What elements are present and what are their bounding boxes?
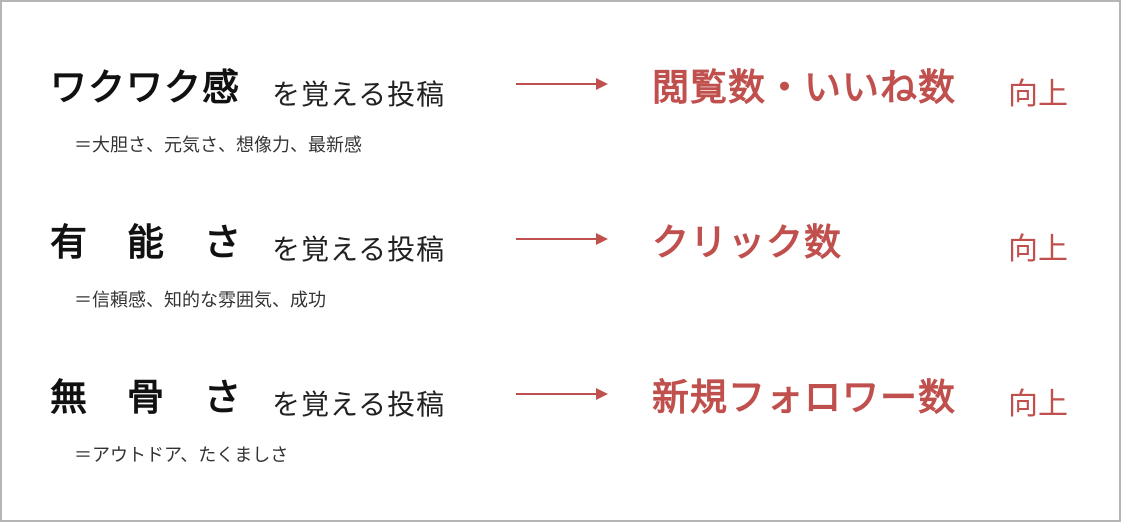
- row-result: クリック数: [652, 221, 842, 264]
- row-up-label: 向上: [1008, 232, 1068, 267]
- row-up-label: 向上: [1008, 77, 1068, 112]
- arrow-right-icon: [516, 388, 608, 400]
- row-1: ワクワク感 を覚える投稿 ＝大胆さ、元気さ、想像力、最新感 閲覧数・いいね数 向…: [2, 57, 1119, 157]
- row-heading: ワクワク感: [50, 66, 240, 109]
- row-result: 新規フォロワー数: [652, 376, 956, 419]
- row-heading: 有能さ: [50, 221, 281, 264]
- row-3: 無骨さ を覚える投稿 ＝アウトドア、たくましさ 新規フォロワー数 向上: [2, 367, 1119, 467]
- row-note: ＝大胆さ、元気さ、想像力、最新感: [74, 135, 362, 156]
- arrow-right-icon: [516, 233, 608, 245]
- row-subject: を覚える投稿: [272, 78, 446, 111]
- row-note: ＝アウトドア、たくましさ: [74, 445, 289, 466]
- row-result: 閲覧数・いいね数: [652, 66, 956, 109]
- row-2: 有能さ を覚える投稿 ＝信頼感、知的な雰囲気、成功 クリック数 向上: [2, 212, 1119, 312]
- row-note: ＝信頼感、知的な雰囲気、成功: [74, 290, 326, 311]
- row-heading: 無骨さ: [50, 376, 281, 419]
- row-subject: を覚える投稿: [272, 388, 446, 421]
- row-subject: を覚える投稿: [272, 233, 446, 266]
- row-up-label: 向上: [1008, 387, 1068, 422]
- arrow-right-icon: [516, 78, 608, 90]
